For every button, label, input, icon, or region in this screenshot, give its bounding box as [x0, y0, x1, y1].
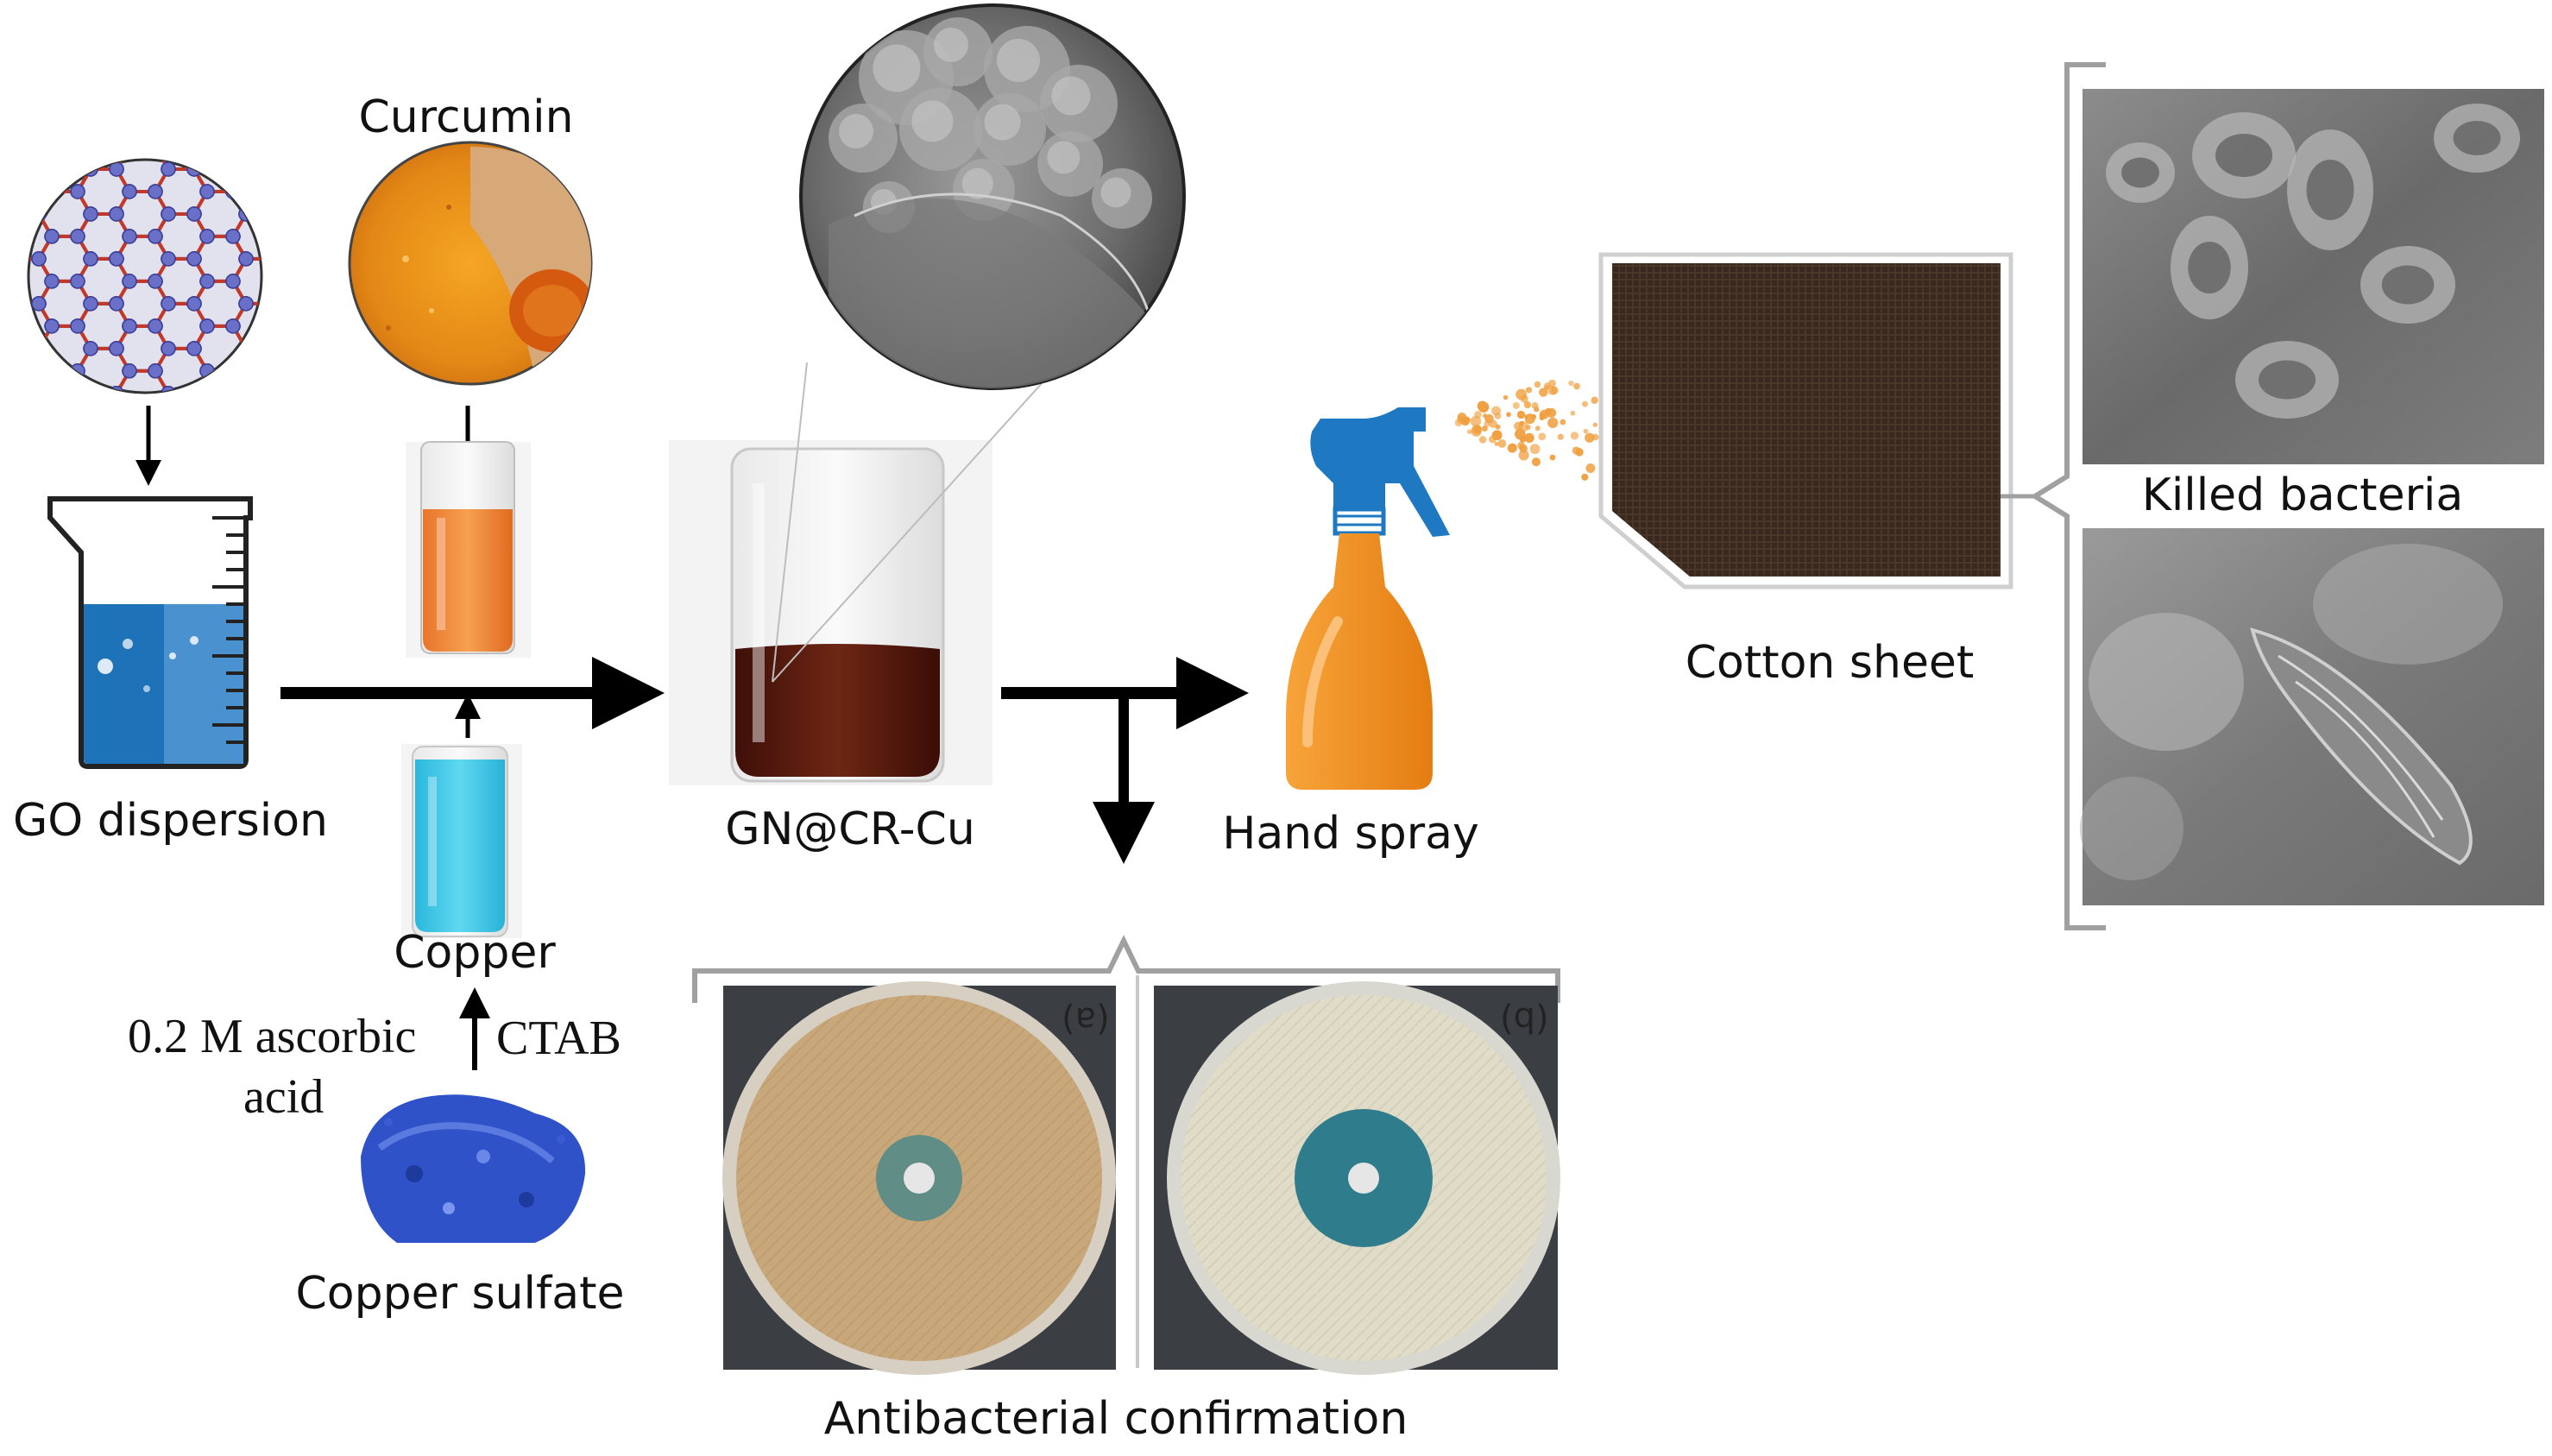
sem-panel-killed-bacteria	[2083, 89, 2544, 464]
plate-a-tag: (a)	[1062, 999, 1110, 1039]
label-ascorbic-line2: acid	[243, 1070, 325, 1124]
label-product: GN@CR-Cu	[725, 804, 975, 855]
label-hand-spray: Hand spray	[1222, 808, 1479, 860]
label-curcumin: Curcumin	[358, 91, 574, 143]
beaker-icon	[47, 496, 253, 769]
petri-plate-a	[722, 981, 1116, 1375]
label-cotton-sheet: Cotton sheet	[1685, 637, 1975, 689]
zoom-line-left	[772, 362, 808, 683]
copper-solution-tube	[401, 744, 522, 938]
plate-b-tag: (b)	[1500, 999, 1549, 1039]
sem-circle	[799, 3, 1186, 390]
product-vial	[669, 440, 992, 785]
petri-plate-b	[1154, 981, 1560, 1375]
label-killed-bacteria: Killed bacteria	[2141, 470, 2464, 521]
label-copper: Copper	[394, 927, 556, 979]
sem-panel-bacteria-2	[2080, 528, 2544, 905]
graphene-lattice-icon	[27, 158, 263, 394]
spray-bottle-icon	[1286, 407, 1450, 790]
curcumin-photo	[348, 141, 593, 386]
bracket-antibacterial	[692, 935, 1560, 1003]
label-ascorbic-line1: 0.2 M ascorbic	[128, 1010, 417, 1063]
spray-mist	[1454, 379, 1599, 481]
label-copper-sulfate: Copper sulfate	[295, 1268, 625, 1320]
label-go-dispersion: GO dispersion	[13, 795, 328, 847]
label-ctab: CTAB	[496, 1012, 621, 1065]
label-antibacterial-confirmation: Antibacterial confirmation	[823, 1393, 1408, 1445]
copper-sulfate-powder	[361, 1094, 586, 1243]
curcumin-solution-tube	[406, 441, 531, 658]
cotton-sheet	[1598, 252, 2013, 589]
